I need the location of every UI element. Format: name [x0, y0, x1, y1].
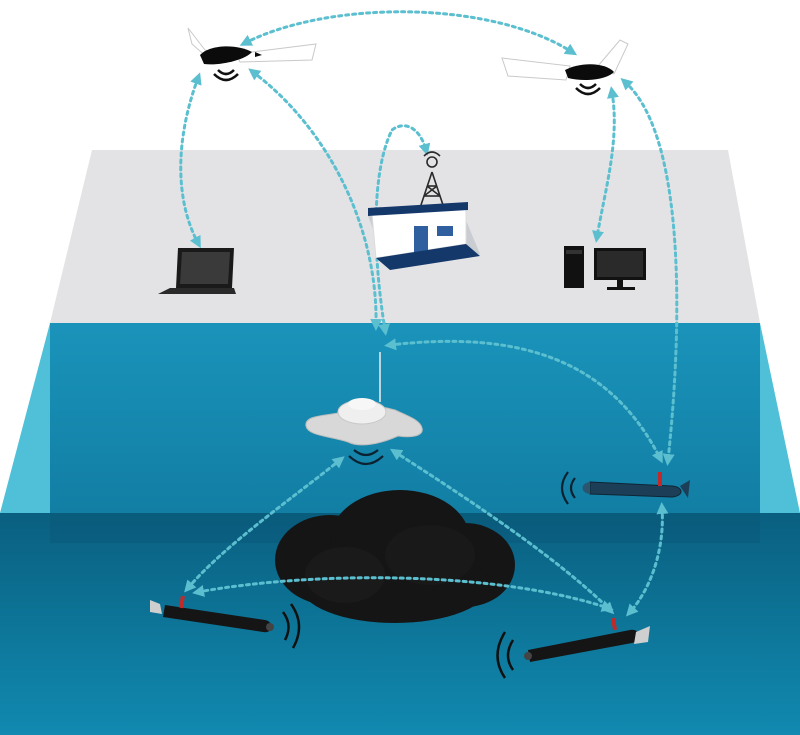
link-uav-uav	[239, 10, 578, 56]
link-auv-auv	[192, 576, 614, 612]
torpedo-auv-icon	[582, 472, 690, 498]
signal-waves-icon	[496, 631, 515, 679]
surface-buoy	[305, 352, 423, 466]
desktop	[564, 246, 646, 290]
desktop-computer-icon	[564, 246, 646, 290]
water-right-flap	[760, 323, 800, 513]
signal-waves-icon	[213, 69, 239, 82]
link-surface-auv-auv-right	[625, 502, 669, 617]
link-uav-buoy	[248, 68, 383, 331]
uav-left	[187, 27, 317, 82]
fixed-wing-drone-icon	[187, 27, 317, 65]
torpedo-auv-icon	[524, 617, 650, 662]
link-uav-surface-auv	[620, 77, 679, 466]
ground-station	[368, 151, 480, 270]
auv-right	[496, 617, 650, 679]
link-uav-laptop	[179, 72, 202, 249]
torpedo-auv-icon	[150, 595, 274, 633]
water-left-flap	[0, 323, 50, 513]
laptop	[158, 248, 236, 294]
signal-waves-icon	[348, 449, 384, 466]
fixed-wing-drone-icon	[501, 39, 629, 81]
antenna-tower	[419, 151, 445, 209]
link-lines	[179, 10, 679, 617]
link-buoy-surface-auv	[384, 338, 663, 464]
radio-tower-building-icon	[368, 151, 480, 270]
signal-waves-icon	[575, 83, 601, 96]
link-station-loop	[374, 124, 431, 336]
link-buoy-auv-left	[184, 456, 345, 593]
auv-left	[150, 595, 301, 649]
signal-waves-icon	[281, 603, 301, 649]
laptop-icon	[158, 248, 236, 294]
uav-right	[501, 39, 629, 96]
buoy-icon	[305, 352, 423, 446]
signal-waves-icon	[560, 471, 576, 505]
surface-auv	[560, 471, 690, 505]
link-uav-desktop	[592, 86, 619, 243]
